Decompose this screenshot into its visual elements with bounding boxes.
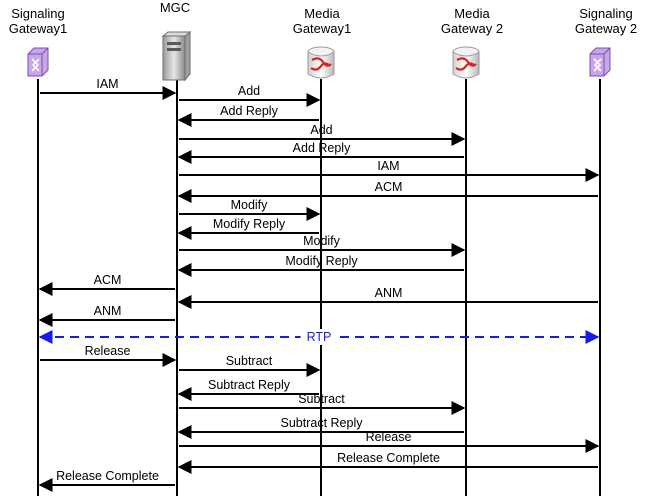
message-3: Add Reply: [177, 104, 319, 127]
message-label: ANM: [375, 286, 403, 300]
message-label: Add Reply: [293, 141, 351, 155]
message-label: Modify: [303, 234, 341, 248]
message-1: IAM: [40, 77, 177, 100]
message-16: Release: [40, 344, 177, 367]
message-6: IAM: [179, 159, 600, 182]
rtp-label-background: [300, 329, 338, 345]
media-gateway-icon: [452, 46, 480, 79]
message-21: Release: [179, 430, 600, 453]
message-label: ACM: [375, 180, 403, 194]
node-label-mgc: MGC: [159, 0, 191, 15]
message-label: Release Complete: [337, 451, 440, 465]
message-label: Release: [366, 430, 412, 444]
message-2: Add: [179, 84, 321, 107]
node-icons: [27, 30, 611, 82]
message-label: RTP: [307, 330, 332, 344]
message-label: Subtract Reply: [208, 378, 291, 392]
message-12: ACM: [38, 273, 175, 296]
message-label: Release: [85, 344, 131, 358]
message-22: Release Complete: [177, 451, 598, 474]
message-9: Modify Reply: [177, 217, 319, 240]
message-7: ACM: [177, 180, 598, 203]
message-23: Release Complete: [38, 469, 175, 492]
message-19: Subtract: [179, 392, 466, 415]
message-10: Modify: [179, 234, 466, 257]
signaling-gateway-icon: [27, 47, 49, 77]
message-label: Add Reply: [220, 104, 278, 118]
message-8: Modify: [179, 198, 321, 221]
message-5: Add Reply: [177, 141, 464, 164]
message-11: Modify Reply: [177, 254, 464, 277]
message-label: Modify Reply: [285, 254, 358, 268]
message-15: RTP: [38, 329, 600, 345]
message-label: Subtract: [298, 392, 345, 406]
signaling-gateway-icon: [589, 47, 611, 77]
server-icon: [161, 30, 192, 82]
lifelines: [37, 79, 601, 496]
message-13: ANM: [177, 286, 598, 309]
message-label: ACM: [94, 273, 122, 287]
message-label: Add: [310, 123, 332, 137]
message-label: Modify Reply: [213, 217, 286, 231]
message-label: Release Complete: [56, 469, 159, 483]
message-14: ANM: [38, 304, 175, 327]
message-label: ANM: [94, 304, 122, 318]
media-gateway-icon: [307, 46, 335, 79]
message-label: Subtract: [226, 354, 273, 368]
message-18: Subtract Reply: [177, 378, 319, 401]
message-20: Subtract Reply: [177, 416, 464, 439]
message-17: Subtract: [179, 354, 321, 377]
message-label: Subtract Reply: [281, 416, 364, 430]
message-label: IAM: [96, 77, 118, 91]
message-label: Modify: [231, 198, 269, 212]
message-4: Add: [179, 123, 466, 146]
message-label: Add: [238, 84, 260, 98]
message-label: IAM: [377, 159, 399, 173]
